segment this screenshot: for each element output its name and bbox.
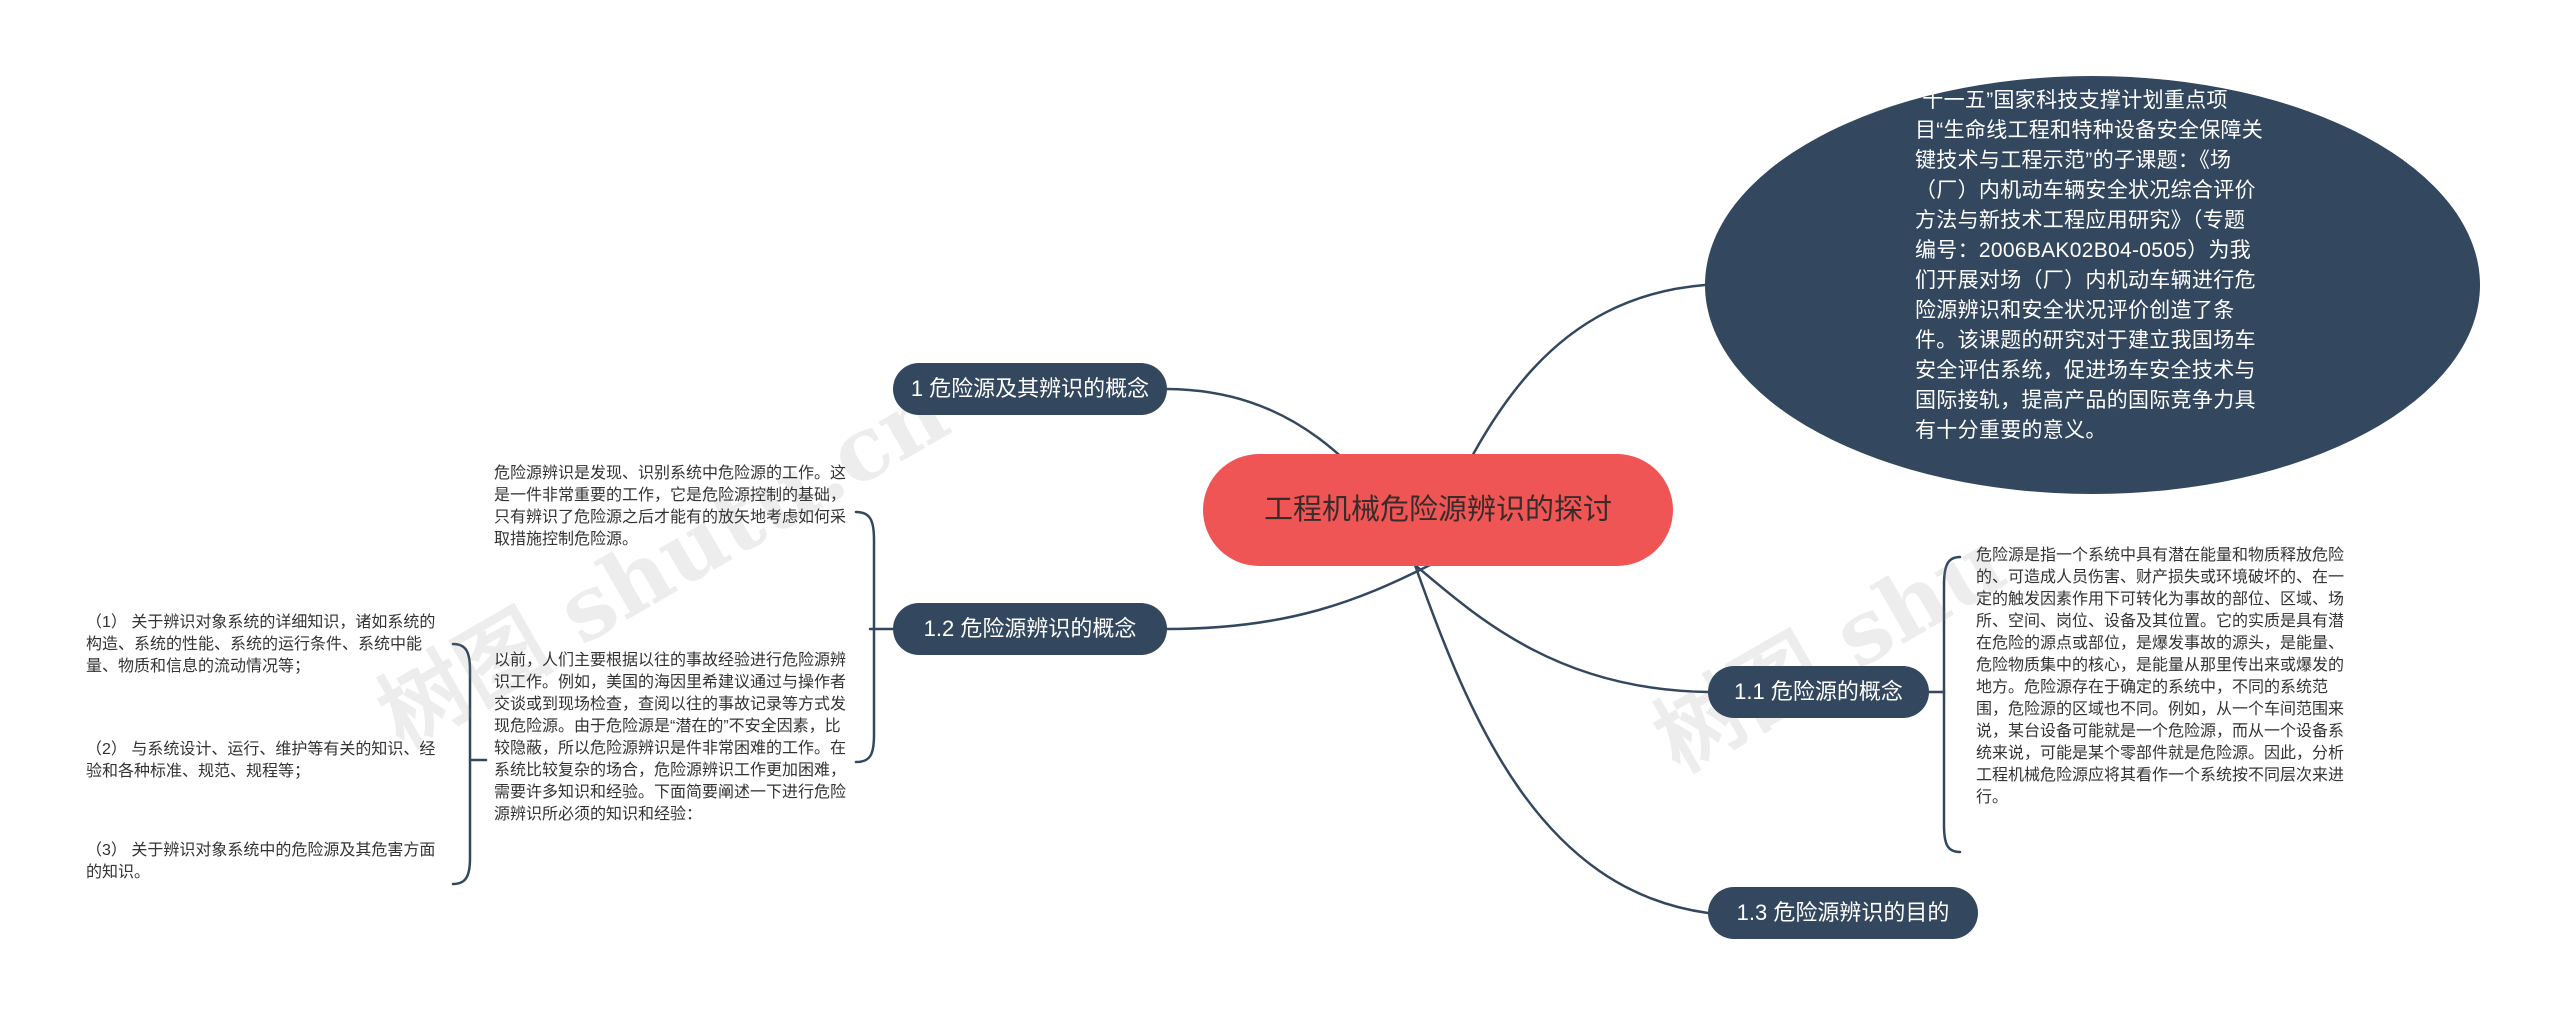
bracket-knowledge: [451, 642, 472, 886]
topic-1-1-hazard-concept[interactable]: 1.1 危险源的概念: [1708, 666, 1929, 718]
topic-1-2-identification-concept[interactable]: 1.2 危险源辨识的概念: [893, 603, 1167, 655]
topic-1-3-identification-purpose[interactable]: 1.3 危险源辨识的目的: [1708, 887, 1978, 939]
topic-label: 1.2 危险源辨识的概念: [923, 616, 1137, 641]
connector-root-1-1: [1413, 563, 1710, 694]
topic-label: 1.3 危险源辨识的目的: [1736, 900, 1950, 925]
bracket-1-1: [1942, 555, 1962, 854]
topic-label: 1 危险源及其辨识的概念: [910, 376, 1150, 401]
intro-bubble-text: “十一五”国家科技支撑计划重点项目“生命线工程和特种设备安全保障关键技术与工程示…: [1915, 89, 2264, 442]
topic-label: 1.1 危险源的概念: [1734, 679, 1903, 704]
note-1-2-b: 以前，人们主要根据以往的事故经验进行危险源辨识工作。例如，美国的海因里希建议通过…: [494, 652, 847, 823]
note-1-2-a: 危险源辨识是发现、识别系统中危险源的工作。这是一件非常重要的工作，它是危险源控制…: [494, 465, 847, 548]
bracket-1-2: [854, 510, 876, 764]
connector-root-1-2: [1165, 563, 1432, 631]
knowledge-item-3: （3） 关于辨识对象系统中的危险源及其危害方面的知识。: [86, 842, 436, 881]
knowledge-item-1: （1） 关于辨识对象系统的详细知识，诸如系统的构造、系统的性能、系统的运行条件、…: [86, 614, 436, 675]
root-topic-label: 工程机械危险源辨识的探讨: [1263, 494, 1612, 526]
connector-root-1-3: [1413, 563, 1710, 915]
note-1-1: 危险源是指一个系统中具有潜在能量和物质释放危险的、可造成人员伤害、财产损失或环境…: [1976, 547, 2345, 806]
knowledge-item-2: （2） 与系统设计、运行、维护等有关的知识、经验和各种标准、规范、规程等；: [86, 741, 436, 780]
intro-bubble: [1705, 76, 2480, 494]
topic-1-hazard-and-identification[interactable]: 1 危险源及其辨识的概念: [893, 363, 1167, 415]
root-topic[interactable]: 工程机械危险源辨识的探讨: [1203, 454, 1673, 566]
